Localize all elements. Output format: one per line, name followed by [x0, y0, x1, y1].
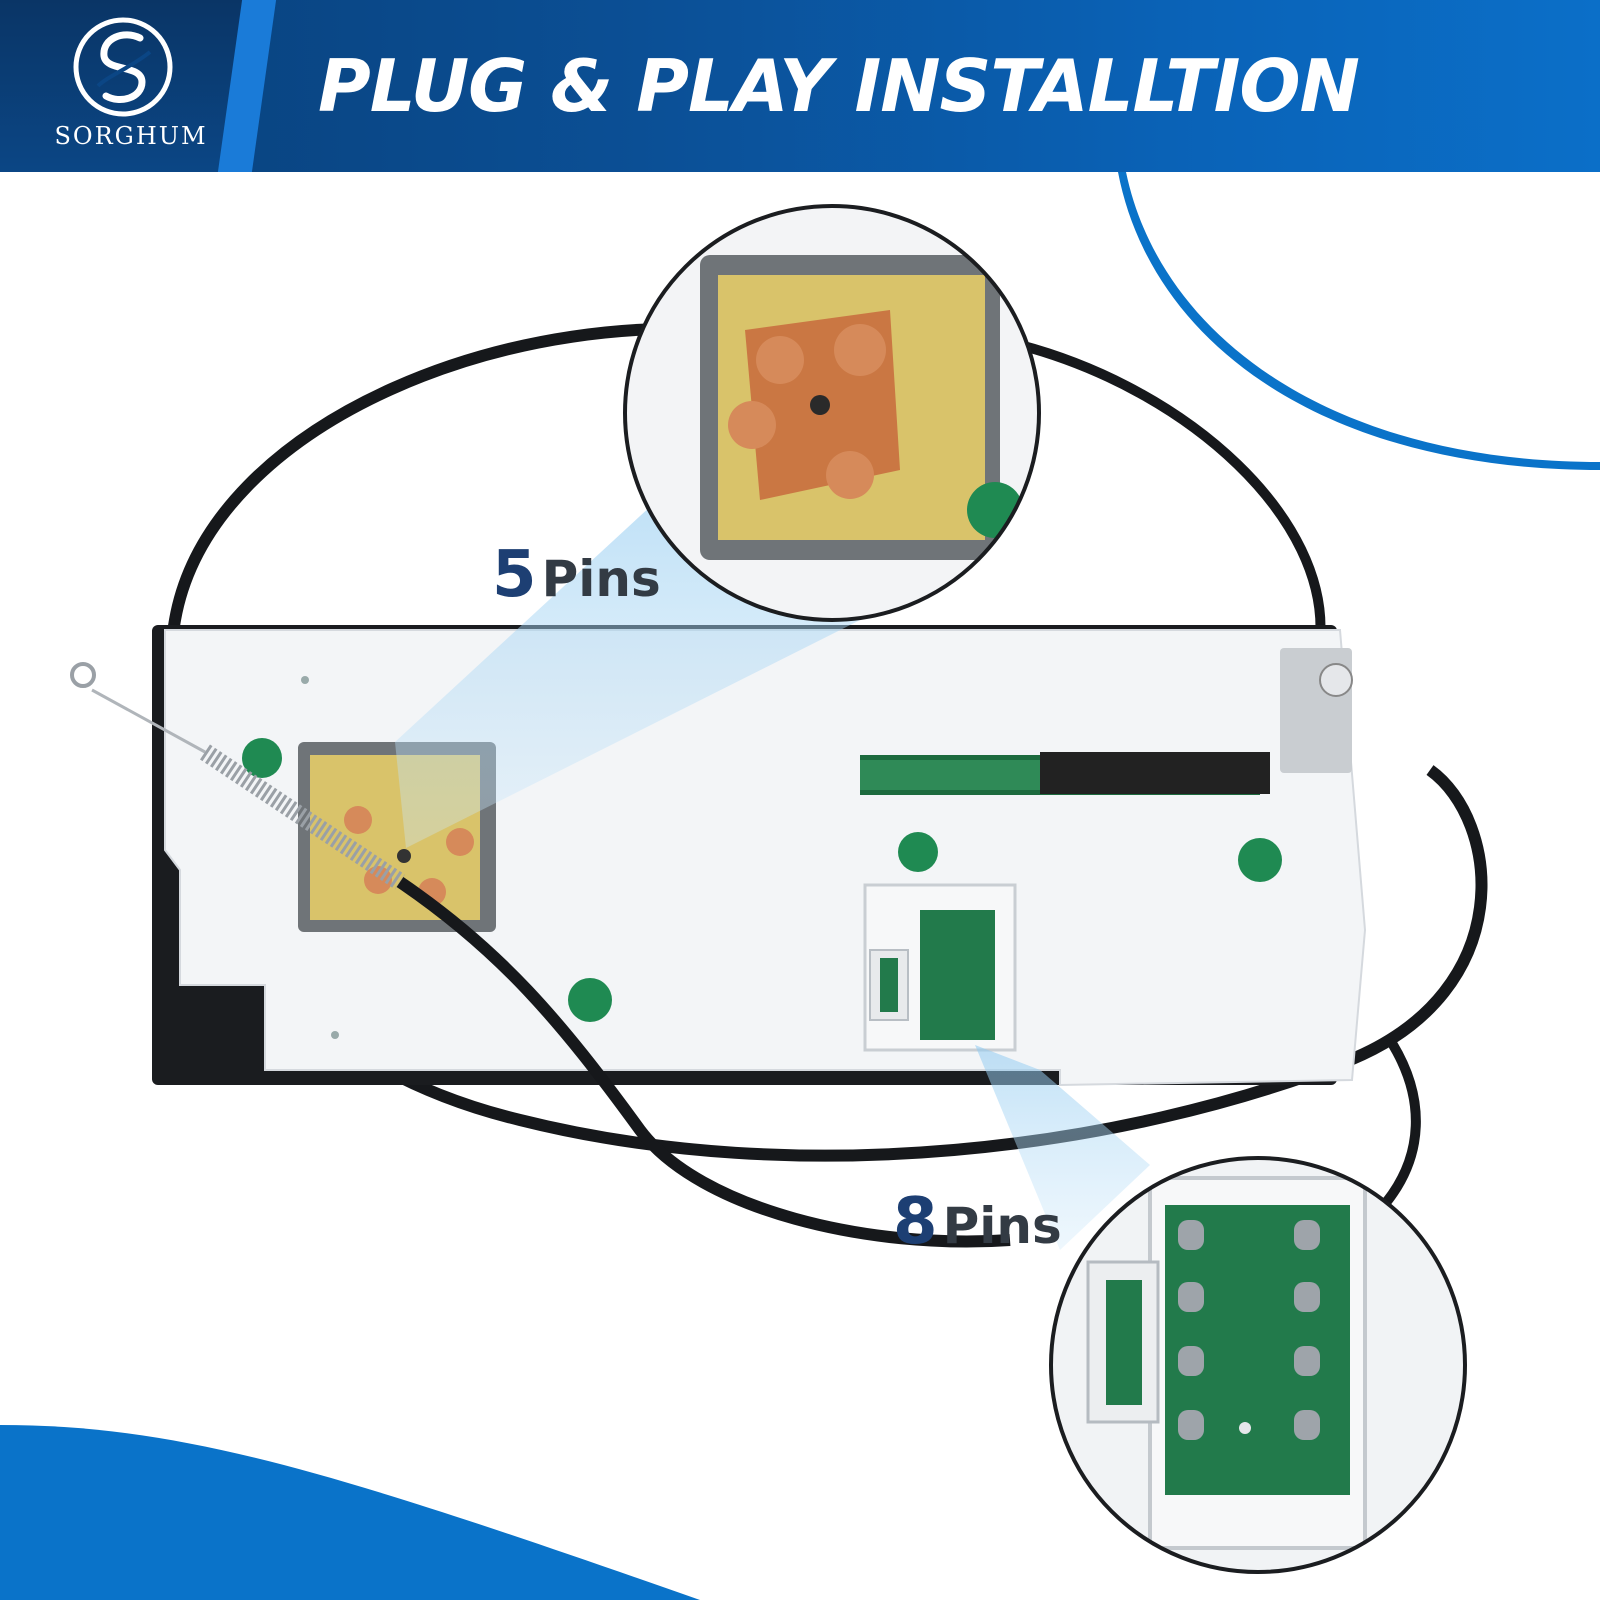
brand-name: SORGHUM: [54, 122, 208, 150]
sorghum-logo-icon: [73, 17, 173, 117]
callout-5-count: 5: [492, 538, 537, 612]
control-panel: [152, 625, 1367, 1087]
callout-8-pins: 8 Pins: [893, 1185, 1062, 1259]
control-cable: [161, 322, 1488, 1162]
page-title: PLUG & PLAY INSTALLTION: [318, 44, 1360, 128]
logo-panel: [0, 0, 250, 172]
beam-8-pins: [975, 1045, 1150, 1250]
callout-8-count: 8: [893, 1185, 938, 1259]
magnifier-8-pins: [1051, 1158, 1465, 1572]
cable-eyelet: [70, 662, 96, 688]
callout-8-unit: Pins: [942, 1197, 1062, 1255]
callout-5-unit: Pins: [541, 550, 661, 608]
magnifier-5-pins: [625, 206, 1039, 620]
decor-wave-bottom-left: [0, 1425, 700, 1600]
callout-5-pins: 5 Pins: [492, 538, 661, 612]
